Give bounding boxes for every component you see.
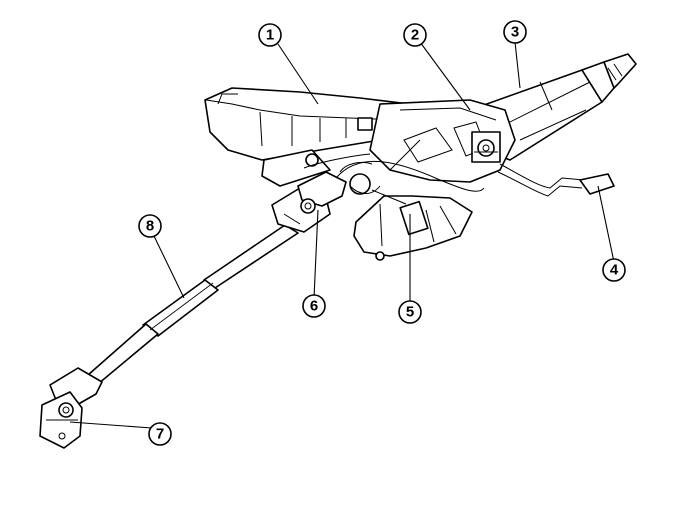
callout-5: 5 <box>398 300 422 324</box>
leader-lines <box>69 41 615 429</box>
svg-text:5: 5 <box>406 304 414 321</box>
callout-4: 4 <box>602 258 626 282</box>
svg-text:6: 6 <box>310 298 318 315</box>
callout-6: 6 <box>302 294 326 318</box>
svg-text:7: 7 <box>156 426 164 443</box>
release-cable <box>335 160 615 197</box>
callout-3: 3 <box>503 20 527 44</box>
svg-text:8: 8 <box>146 218 154 235</box>
callout-2: 2 <box>403 23 427 47</box>
callout-8: 8 <box>138 214 162 238</box>
svg-text:4: 4 <box>610 262 619 279</box>
motor-unit <box>353 189 473 261</box>
svg-text:3: 3 <box>511 24 519 41</box>
svg-text:1: 1 <box>266 27 274 44</box>
lower-universal-joint <box>39 367 103 449</box>
intermediate-shaft <box>87 224 299 385</box>
svg-text:2: 2 <box>411 27 419 44</box>
mounting-bracket <box>204 87 421 187</box>
callout-7: 7 <box>148 422 172 446</box>
adjustment-plate <box>369 99 516 183</box>
callout-1: 1 <box>258 23 282 47</box>
upper-universal-joint <box>271 161 381 233</box>
